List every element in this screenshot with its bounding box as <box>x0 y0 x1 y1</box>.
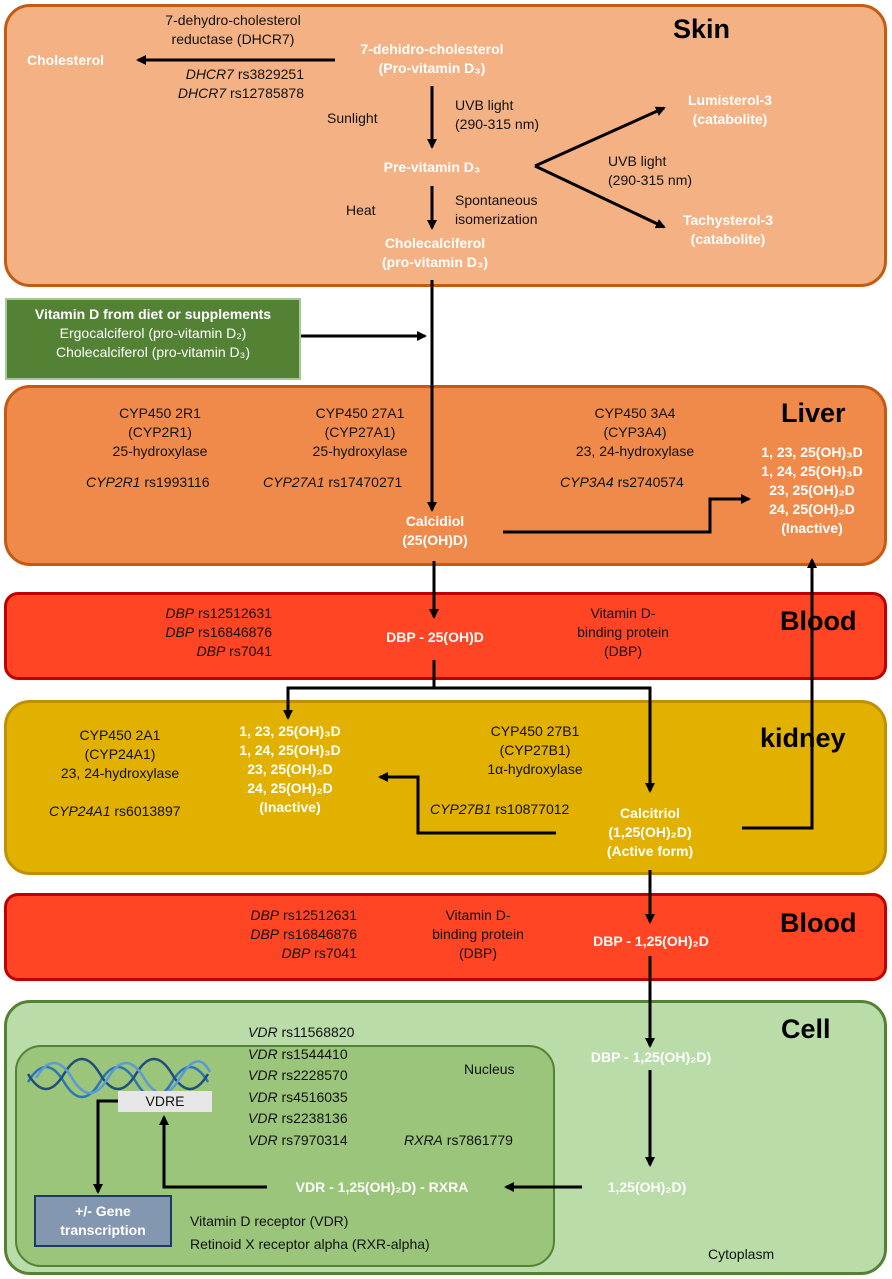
cyp24a1-enzyme-label: CYP450 2A1 (CYP24A1) 23, 24-hydroxylase <box>60 727 180 781</box>
cyp27b1-snp: CYP27B1 rs10877012 <box>430 801 570 817</box>
arrow-calcidiol-to-inactive <box>503 494 751 534</box>
cholesterol-label: Cholesterol <box>27 52 105 68</box>
kidney-inactive-metabolites: 1, 23, 25(OH)₃D 1, 24, 25(OH)₃D 23, 25(O… <box>239 723 341 815</box>
calcidiol-label: Calcidiol (25(OH)D) <box>402 513 468 548</box>
liver-box <box>4 385 887 566</box>
gene-transcription-box: +/- Gene transcription <box>34 1195 172 1247</box>
dbp-125ohd-complex: DBP - 1,25(OH)₂D <box>593 933 709 949</box>
isomerization-label: Spontaneous isomerization <box>455 192 538 227</box>
diet-box <box>5 298 301 380</box>
vdr-snp-list: VDR rs11568820 VDR rs1544410 VDR rs22285… <box>248 1024 355 1148</box>
rxra-snp: RXRA rs7861779 <box>404 1132 513 1148</box>
blood-box-1 <box>4 592 887 680</box>
vdr-rxra-complex: VDR - 1,25(OH)₂D) - RXRA <box>295 1179 469 1195</box>
blood-title-1: Blood <box>780 606 857 636</box>
free-125ohd: 1,25(OH)₂D) <box>607 1179 687 1195</box>
cholecalciferol-label: Cholecalciferol (pro-vitamin D₃) <box>381 235 489 270</box>
dbp-snp-list-2: DBP rs12512631 DBP rs16846876 DBP rs7041 <box>250 907 357 961</box>
cyp2r1-snp: CYP2R1 rs1993116 <box>86 474 210 490</box>
cyp27a1-enzyme-label: CYP450 27A1 (CYP27A1) 25-hydroxylase <box>312 405 408 459</box>
cell-dbp-complex: DBP - 1,25(OH)₂D) <box>590 1049 712 1065</box>
dna-helix-icon <box>26 1057 212 1099</box>
arrow-to-cyp24a1-branch <box>283 660 436 720</box>
cytoplasm-label: Cytoplasm <box>708 1246 775 1262</box>
cell-title: Cell <box>781 1014 831 1044</box>
skin-box <box>4 4 887 287</box>
blood-box-2 <box>4 893 887 981</box>
dhcr7-enzyme-label: 7-dehydro-cholesterol reductase (DHCR7) <box>165 12 301 47</box>
cyp2r1-enzyme-label: CYP450 2R1 (CYP2R1) 25-hydroxylase <box>112 405 208 459</box>
cyp3a4-enzyme-label: CYP450 3A4 (CYP3A4) 23, 24-hydroxylase <box>575 405 695 459</box>
arrow-to-calcitriol <box>434 686 655 793</box>
dbp-snp-list-1: DBP rs12512631 DBP rs16846876 DBP rs7041 <box>165 605 272 659</box>
liver-title: Liver <box>781 398 846 428</box>
arrow-calcitriol-to-liver <box>742 558 817 830</box>
arrow-to-vdre <box>159 1115 267 1189</box>
dbp-protein-label-2: Vitamin D- binding protein (DBP) <box>432 907 524 961</box>
cyp27a1-snp: CYP27A1 rs17470271 <box>263 474 403 490</box>
calcitriol-label: Calcitriol (1,25(OH)₂D) (Active form) <box>606 805 694 859</box>
nucleus-label: Nucleus <box>464 1061 515 1077</box>
cyp24a1-snp: CYP24A1 rs6013897 <box>49 803 181 819</box>
cyp3a4-snp: CYP3A4 rs2740574 <box>560 474 684 490</box>
vdre-box: VDRE <box>118 1091 212 1112</box>
dbp-25ohd-complex: DBP - 25(OH)D <box>386 629 484 645</box>
liver-inactive-metabolites: 1, 23, 25(OH)₃D 1, 24, 25(OH)₃D 23, 25(O… <box>761 444 863 536</box>
dbp-protein-label-1: Vitamin D- binding protein (DBP) <box>577 605 669 659</box>
kidney-title: kidney <box>760 723 846 753</box>
arrow-calcitriol-to-inactive <box>378 772 556 835</box>
arrow-to-tachysterol <box>534 164 666 229</box>
sunlight-label: Sunlight <box>327 110 378 126</box>
arrow-to-gene-transcription <box>93 1099 118 1194</box>
kidney-box <box>4 700 887 875</box>
arrow-to-lumisterol <box>534 106 666 168</box>
uvb-light-label-2: UVB light (290-315 nm) <box>608 153 693 188</box>
uvb-light-label-1: UVB light (290-315 nm) <box>455 97 540 132</box>
tachysterol-label: Tachysterol-3 (catabolite) <box>683 212 773 247</box>
dehydrocholesterol-label: 7-dehidro-cholesterol (Pro-vitamin D₃) <box>360 41 504 76</box>
heat-label: Heat <box>346 202 376 218</box>
cyp27b1-enzyme-label: CYP450 27B1 (CYP27B1) 1α-hydroxylase <box>487 723 583 777</box>
receptor-names: Vitamin D receptor (VDR) Retinoid X rece… <box>190 1213 430 1252</box>
skin-title: Skin <box>673 14 731 44</box>
blood-title-2: Blood <box>780 908 857 938</box>
previtamin-d3-label: Pre-vitamin D₃ <box>383 159 481 175</box>
diet-source-label: Vitamin D from diet or supplements Ergoc… <box>34 306 272 360</box>
dhcr7-snp-list: DHCR7 rs3829251 DHCR7 rs12785878 <box>177 66 304 101</box>
lumisterol-label: Lumisterol-3 (catabolite) <box>687 92 772 127</box>
